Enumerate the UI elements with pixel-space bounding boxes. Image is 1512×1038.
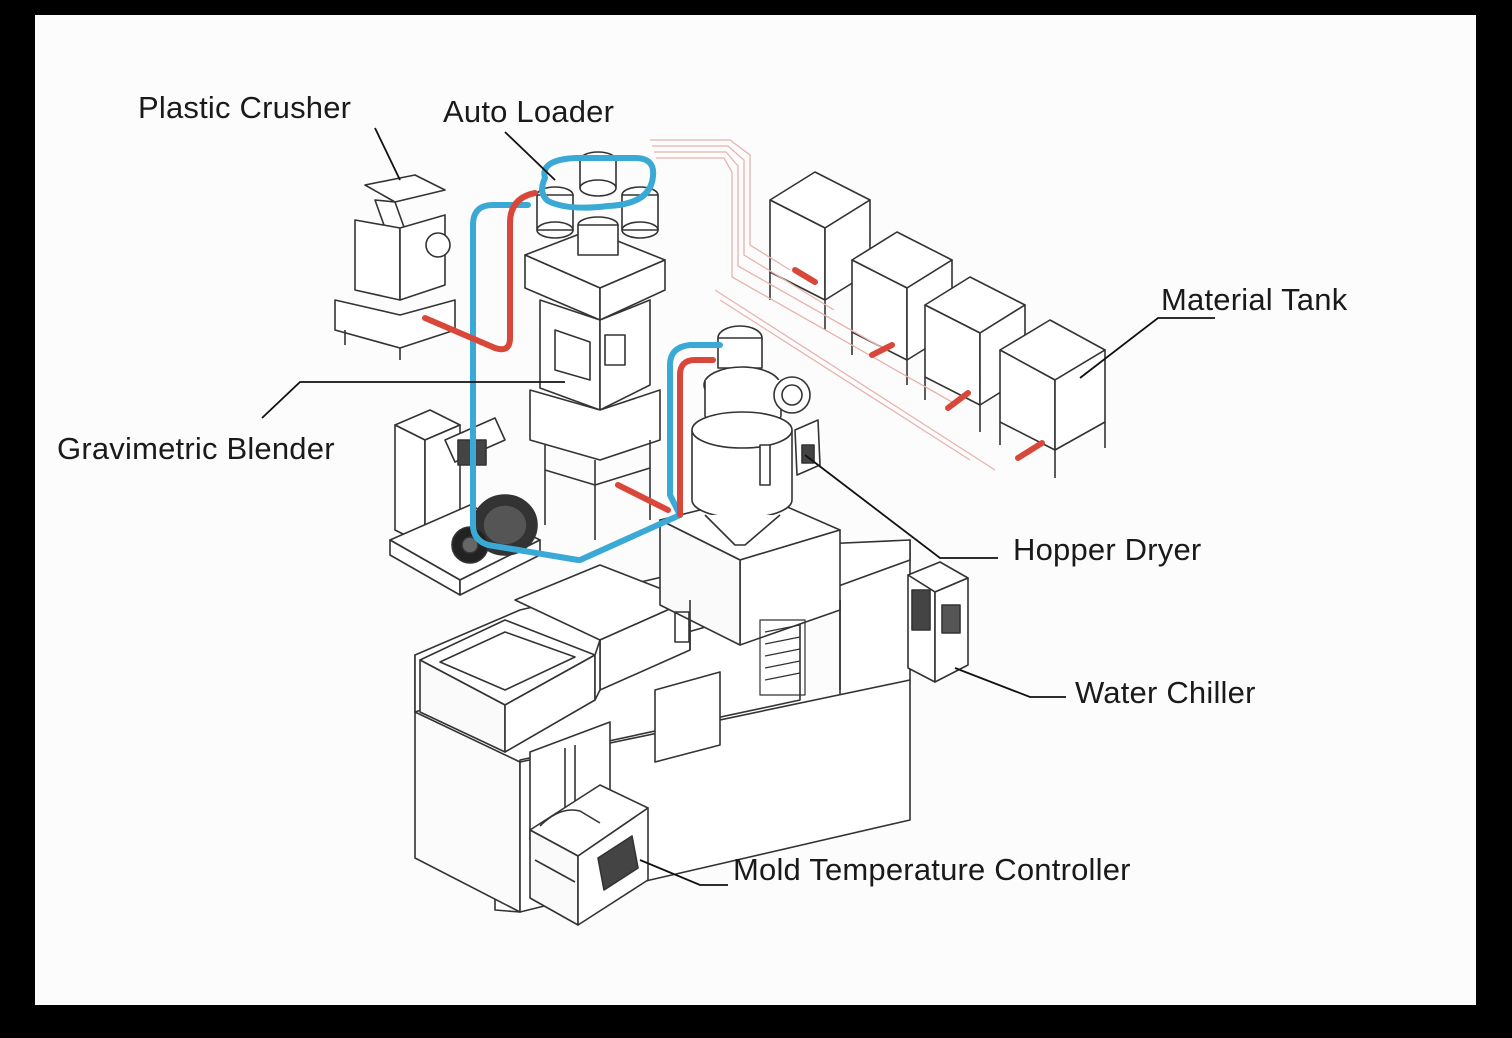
- conveying-tubes: [650, 139, 996, 471]
- vacuum-blower-unit: [389, 409, 541, 596]
- label-plastic-crusher: Plastic Crusher: [138, 90, 352, 125]
- label-gravimetric-blender: Gravimetric Blender: [57, 431, 335, 466]
- leader-gravimetric-blender: [261, 381, 565, 419]
- gravimetric-blender-unit: [524, 229, 666, 540]
- leader-plastic-crusher: [374, 127, 401, 181]
- label-material-tank: Material Tank: [1161, 282, 1348, 317]
- blue-pipes: [470, 155, 723, 563]
- material-tanks: [769, 171, 1106, 478]
- leader-water-chiller: [954, 667, 1066, 698]
- leader-hopper-dryer: [804, 454, 998, 559]
- material-tank-3: [924, 276, 1026, 432]
- label-mold-temperature-controller: Mold Temperature Controller: [733, 852, 1131, 887]
- label-auto-loader: Auto Loader: [443, 94, 615, 129]
- plastic-crusher-unit: [334, 174, 456, 360]
- material-tank-4: [999, 319, 1106, 478]
- mold-temperature-controller-unit: [529, 784, 649, 926]
- leader-lines: [261, 127, 1215, 886]
- water-chiller-unit: [907, 561, 969, 683]
- label-hopper-dryer: Hopper Dryer: [1013, 532, 1202, 567]
- leader-material-tank: [1079, 317, 1215, 379]
- leader-auto-loader: [504, 131, 556, 181]
- leader-mold-temperature-controller: [639, 859, 728, 886]
- injection-molding-machine: [414, 494, 911, 913]
- red-pipes: [422, 190, 1045, 518]
- label-water-chiller: Water Chiller: [1075, 675, 1256, 710]
